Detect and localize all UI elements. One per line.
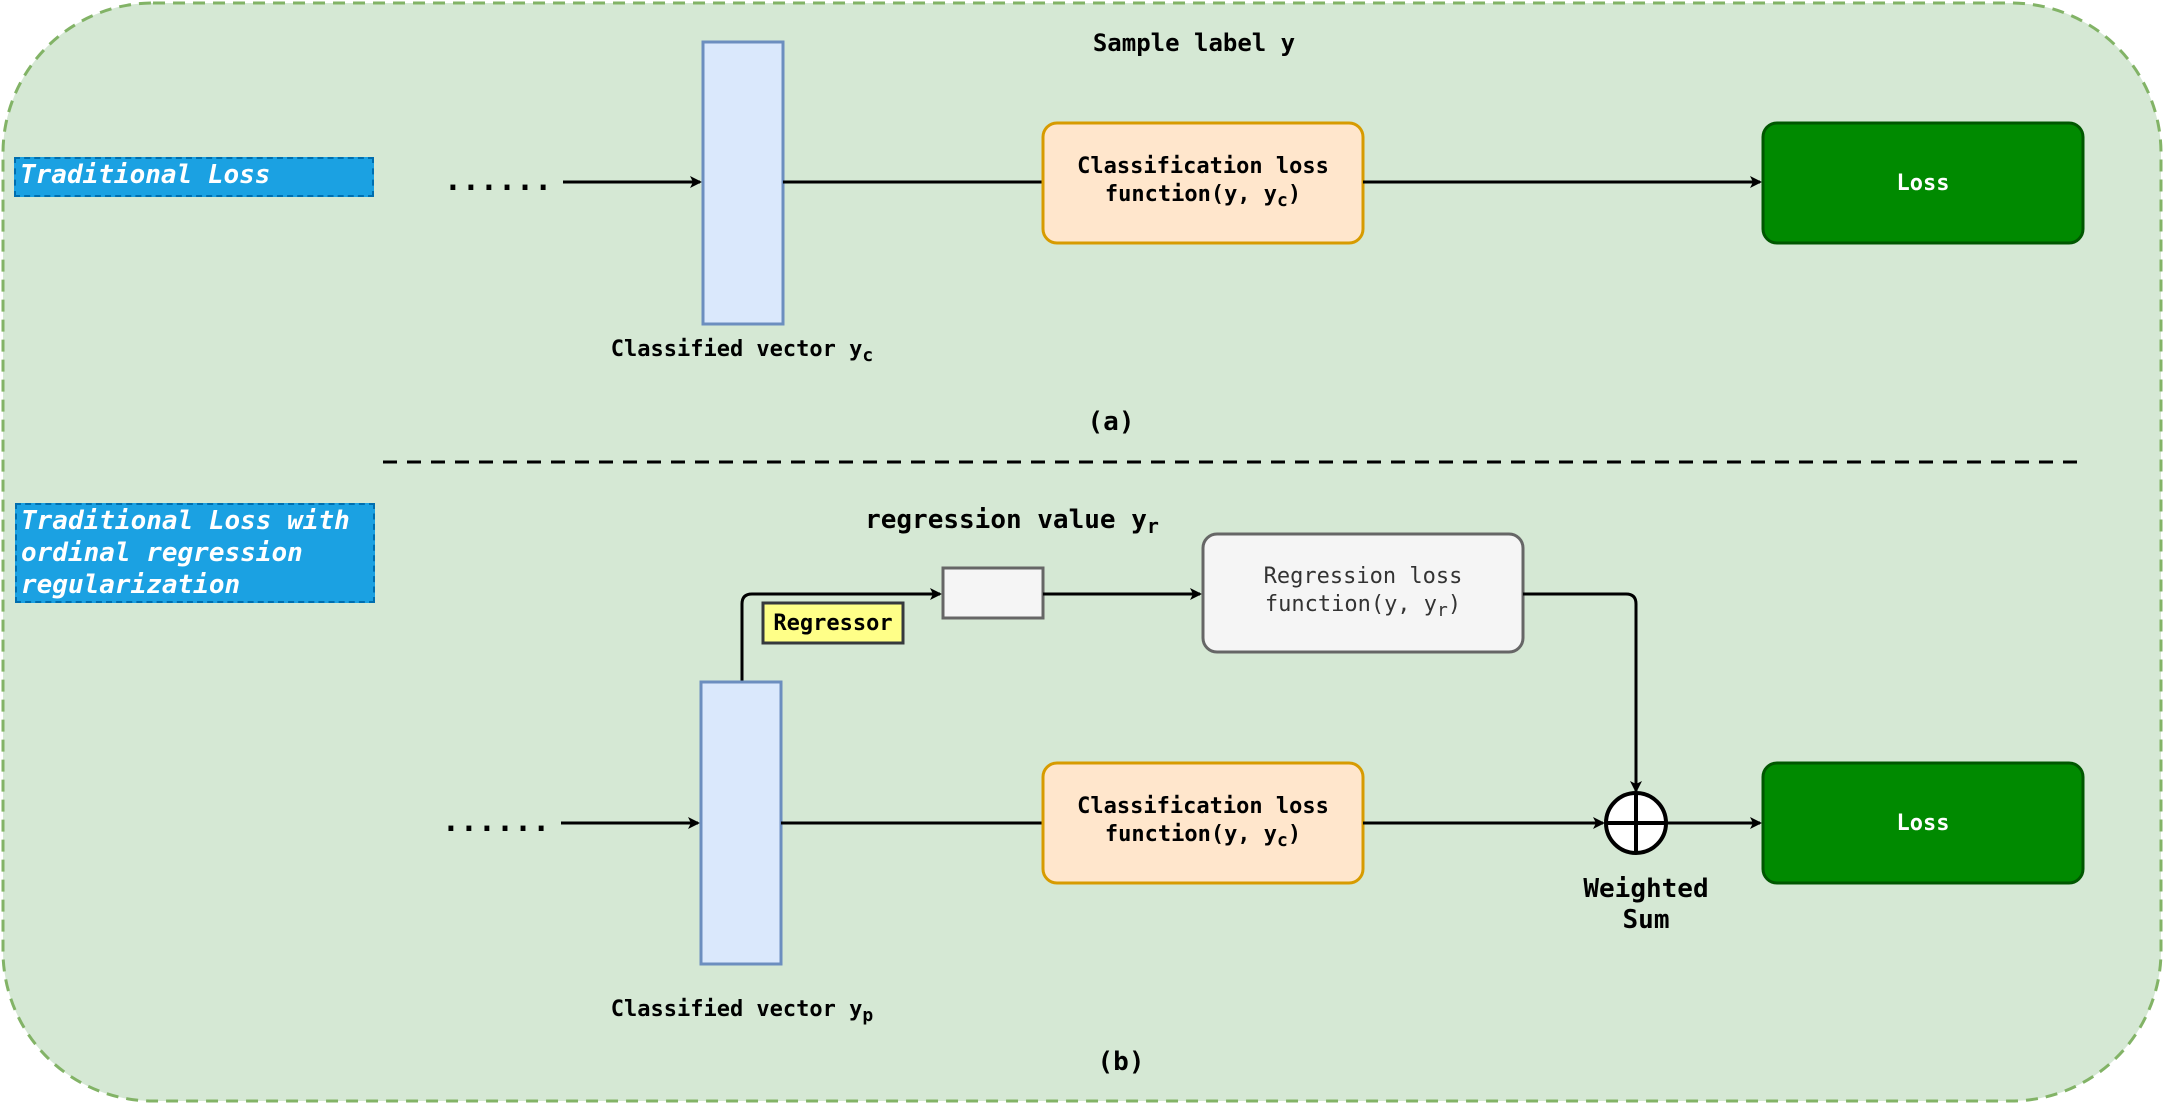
panel-b-regressor-label: Regressor <box>773 611 892 636</box>
panel-b-arrow-reg-to-sum <box>1523 592 1642 793</box>
panel-b: regression value yr Regressor Regression… <box>442 505 2085 1077</box>
panel-b-cls-loss-line2: function(y, yc) <box>1105 822 1301 851</box>
weighted-sum-icon <box>1604 791 1668 855</box>
panel-a-classified-vector <box>701 40 785 326</box>
panel-b-weighted-line2: Sum <box>1623 905 1670 935</box>
panel-b-ellipsis: ...... <box>442 804 550 839</box>
panel-b-classified-vector-label: Classified vector yp <box>611 997 874 1026</box>
panel-b-reg-loss-line1: Regression loss <box>1264 564 1463 589</box>
panel-a: ...... Sample label y Classification los… <box>444 29 2085 437</box>
panel-b-reg-loss-line2: function(y, yr) <box>1265 592 1461 621</box>
panel-b-regression-value-box <box>941 566 1045 620</box>
panel-a-classified-vector-label: Classified vector yc <box>611 337 874 366</box>
panel-b-classified-vector <box>699 680 783 966</box>
panel-a-loss-box <box>1761 121 2085 245</box>
panel-b-caption: (b) <box>1098 1047 1145 1077</box>
panel-b-weighted-line1: Weighted <box>1583 874 1708 904</box>
panel-a-caption: (a) <box>1088 407 1135 437</box>
panel-a-cls-loss-line2: function(y, yc) <box>1105 182 1301 211</box>
panel-b-loss-label: Loss <box>1897 811 1950 836</box>
tag-ordinal-regression: Traditional Loss with ordinal regression… <box>15 503 375 603</box>
panel-b-regressor-badge <box>761 601 905 645</box>
panel-a-cls-loss-line1: Classification loss <box>1077 154 1329 179</box>
panel-b-regression-value-label: regression value yr <box>865 505 1159 538</box>
panel-a-sample-label: Sample label y <box>1093 29 1295 57</box>
panel-b-regressor-path <box>740 588 942 682</box>
tag-traditional-loss: Traditional Loss <box>14 157 374 197</box>
panel-b-cls-loss-line1: Classification loss <box>1077 794 1329 819</box>
panel-a-ellipsis: ...... <box>444 163 552 198</box>
panel-a-loss-label: Loss <box>1897 171 1950 196</box>
panel-b-loss-box <box>1761 761 2085 885</box>
